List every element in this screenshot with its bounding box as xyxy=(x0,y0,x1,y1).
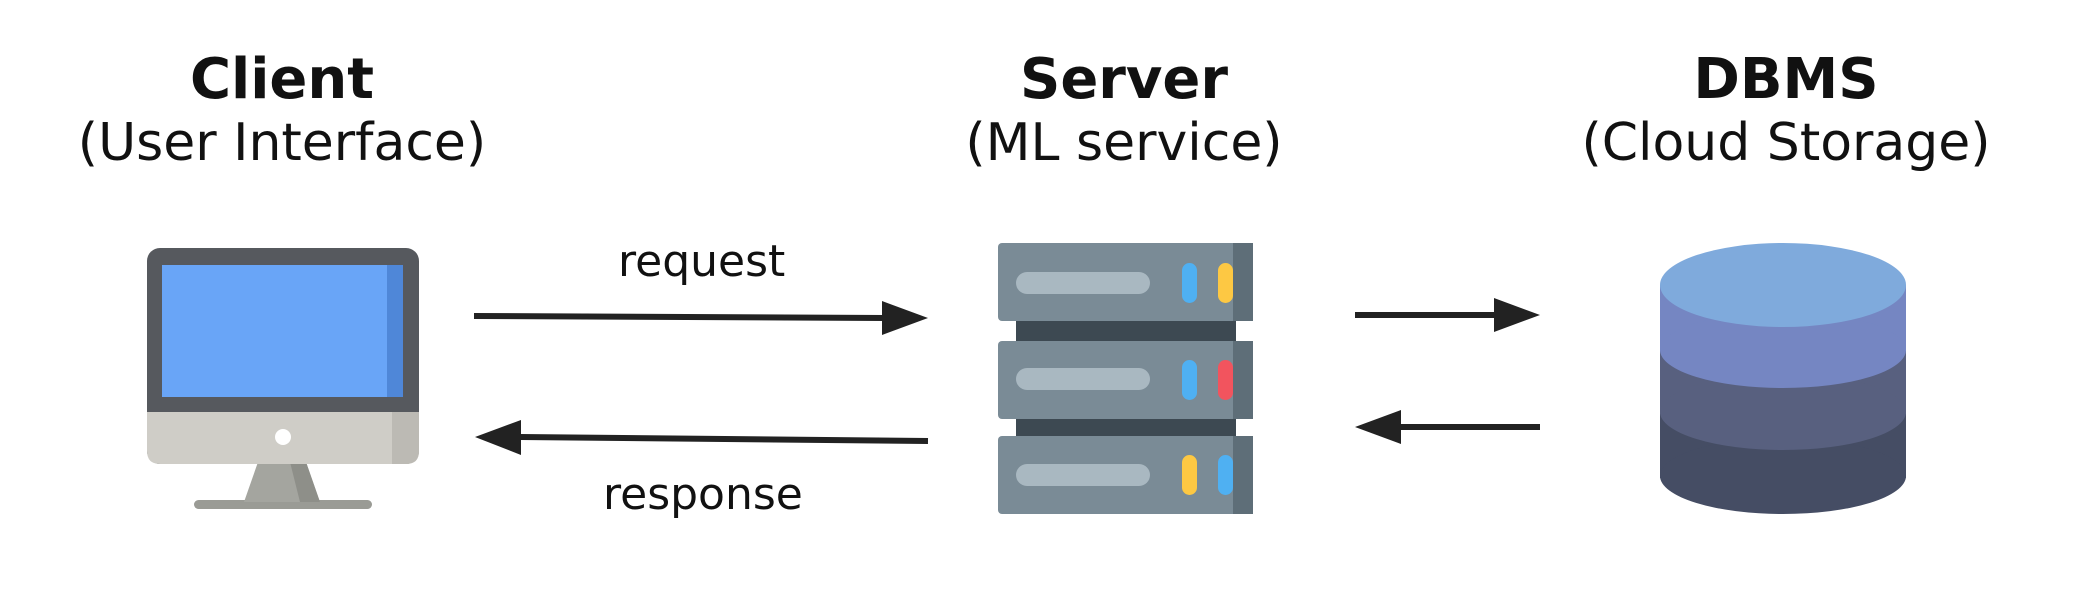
client-label: Client (User Interface) xyxy=(22,47,542,175)
server-to-dbms-arrow xyxy=(1355,298,1540,332)
monitor-icon xyxy=(147,248,419,509)
response-arrow xyxy=(475,420,929,455)
database-icon xyxy=(1660,243,1906,514)
client-title: Client xyxy=(189,47,375,112)
request-arrow xyxy=(473,301,928,335)
server-unit-3 xyxy=(998,436,1253,514)
dbms-subtitle: (Cloud Storage) xyxy=(1581,113,1991,174)
server-subtitle: (ML service) xyxy=(965,113,1283,174)
dbms-label: DBMS (Cloud Storage) xyxy=(1526,47,2046,175)
client-subtitle: (User Interface) xyxy=(77,113,487,174)
request-label: request xyxy=(618,236,786,287)
dbms-to-server-arrow xyxy=(1355,410,1540,444)
response-label: response xyxy=(603,469,803,520)
server-unit-2 xyxy=(998,341,1253,419)
server-unit-1 xyxy=(998,243,1253,321)
server-title: Server xyxy=(1019,47,1229,112)
server-label: Server (ML service) xyxy=(864,47,1384,175)
dbms-title: DBMS xyxy=(1693,47,1879,112)
server-rack-icon xyxy=(998,243,1253,514)
